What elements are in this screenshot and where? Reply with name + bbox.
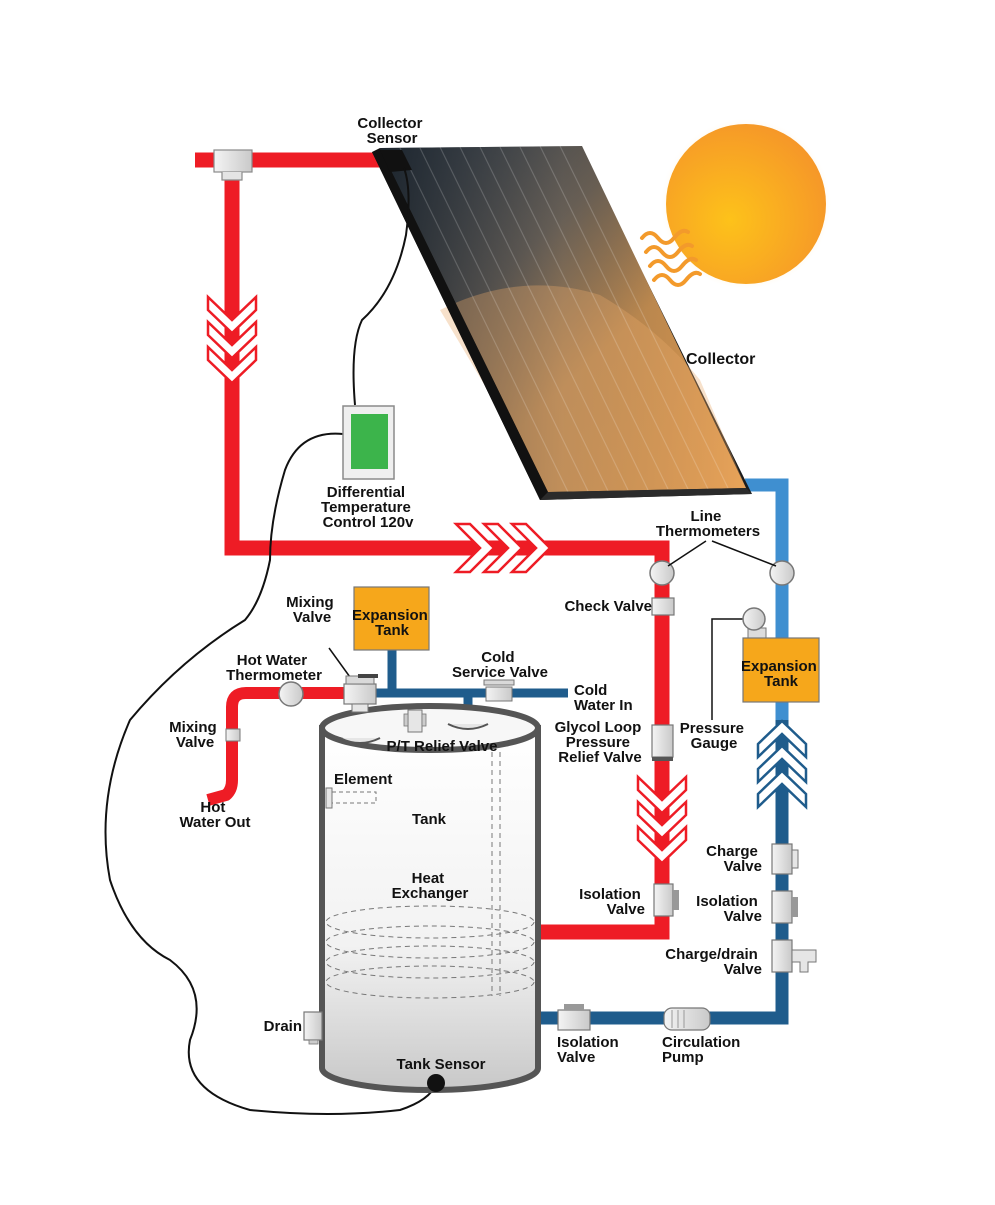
cold-service-valve-icon: [483, 679, 515, 702]
circulation-pump-icon: [663, 1007, 711, 1031]
element-label: Element: [334, 771, 392, 788]
expansion-tank-left: [353, 586, 430, 651]
mixing-valve-top-icon: [343, 674, 378, 713]
collector-label: Collector: [686, 351, 755, 368]
isolation-valve-bottom-icon: [557, 1004, 591, 1031]
differential-controller: [342, 405, 395, 480]
labels: Collector Sensor Collector Differential …: [169, 115, 821, 1073]
pressure-gauge-icon: [742, 607, 767, 641]
mixing-valve-left-icon: [225, 728, 241, 742]
heat-exchanger-label: Heat Exchanger: [392, 870, 469, 902]
check-valve-label: Check Valve: [564, 598, 652, 615]
hot-water-out-label: Hot Water Out: [179, 799, 250, 831]
tee-fitting: [213, 149, 253, 181]
expansion-tank-right: [742, 637, 820, 703]
pressure-gauge-label: Pressure Gauge: [680, 720, 748, 752]
flow-up-chevrons: [756, 719, 808, 810]
isolation-valve-right-label: Isolation Valve: [696, 893, 762, 925]
charge-valve-icon: [771, 843, 799, 875]
drain-icon: [303, 1011, 323, 1045]
circulation-pump-label: Circulation Pump: [662, 1034, 745, 1066]
tank-sensor-label: Tank Sensor: [397, 1056, 486, 1073]
mixing-valve-left-label: Mixing Valve: [169, 719, 221, 751]
cold-loop-pipe: [535, 720, 789, 1025]
pt-relief-valve-label: P/T Relief Valve: [387, 738, 498, 755]
flow-down-chevrons-right: [636, 774, 688, 865]
charge-drain-valve-label: Charge/drain Valve: [665, 946, 762, 978]
isolation-valve-bottom-label: Isolation Valve: [557, 1034, 623, 1066]
tank-top-fittings: [339, 709, 489, 744]
charge-drain-valve-icon: [771, 939, 817, 973]
check-valve-icon: [651, 597, 675, 616]
collector-sensor-label: Collector Sensor: [357, 115, 426, 147]
charge-valve-label: Charge Valve: [706, 843, 762, 875]
glycol-relief-valve-icon: [651, 724, 674, 761]
mixing-valve-top-label: Mixing Valve: [286, 594, 338, 626]
element-icon: [325, 787, 377, 809]
cold-service-valve-label: Cold Service Valve: [452, 649, 548, 681]
isolation-valve-mid-label: Isolation Valve: [579, 886, 645, 918]
glycol-relief-label: Glycol Loop Pressure Relief Valve: [555, 719, 646, 766]
heat-waves-icon: [640, 228, 702, 287]
sensor-wire: [104, 167, 437, 1115]
hot-water-thermometer-icon: [278, 681, 304, 707]
tank-label: Tank: [412, 811, 447, 828]
isolation-valve-right-icon: [771, 890, 798, 924]
hot-water-thermometer-label: Hot Water Thermometer: [226, 652, 322, 684]
differential-control-label: Differential Temperature Control 120v: [321, 484, 415, 531]
solar-collector: [372, 145, 752, 500]
expansion-tank-left-label: Expansion Tank: [352, 607, 432, 639]
line-thermometer-left: [649, 560, 675, 586]
cold-water-in-label: Cold Water In: [574, 682, 633, 714]
drain-label: Drain: [264, 1018, 302, 1035]
flow-right-chevrons: [452, 522, 552, 574]
flow-down-chevrons: [206, 294, 258, 385]
sun-icon: [660, 118, 832, 290]
tank-sensor-icon: [427, 1074, 445, 1092]
collector-sensor-icon: [380, 150, 412, 172]
line-thermometers-label: Line Thermometers: [656, 508, 760, 540]
line-thermometer-right: [769, 560, 795, 586]
isolation-valve-mid-icon: [653, 883, 679, 917]
expansion-tank-right-label: Expansion Tank: [741, 658, 821, 690]
